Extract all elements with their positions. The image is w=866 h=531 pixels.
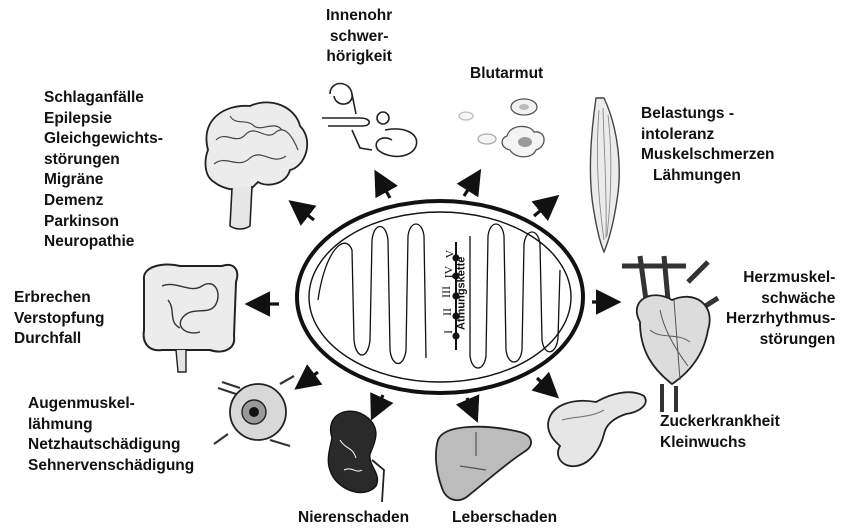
ear-icon (322, 84, 417, 157)
label-muscle-line-3: Muskelschmerzen (641, 145, 775, 166)
label-gut-line-2: Verstopfung (14, 309, 104, 330)
label-muscle-line-1: Belastungs - (641, 104, 775, 125)
label-eye-line-2: lähmung (28, 415, 194, 436)
label-heart-line-1: Herzmuskel- (726, 268, 835, 289)
label-brain-line-1: Schlaganfälle (44, 88, 163, 109)
eye-icon (214, 376, 294, 446)
label-kidney-line-1: Nierenschaden (298, 508, 409, 529)
label-group-heart: Herzmuskel- schwäche Herzrhythmus- störu… (726, 268, 835, 350)
label-gut-line-1: Erbrechen (14, 288, 104, 309)
label-group-kidney: Nierenschaden (298, 508, 409, 529)
intestine-icon (144, 265, 238, 372)
label-heart-line-3: Herzrhythmus- (726, 309, 835, 330)
label-ear-line-1: Innenohr (326, 6, 392, 27)
label-brain-line-4: störungen (44, 150, 163, 171)
label-group-gut: Erbrechen Verstopfung Durchfall (14, 288, 104, 350)
arrow-to-muscle (534, 201, 552, 216)
complex-numeral-2: II (441, 308, 453, 316)
label-heart-line-4: störungen (726, 330, 835, 351)
arrow-to-liver (467, 398, 474, 414)
liver-icon (436, 427, 531, 500)
label-blood-line-1: Blutarmut (470, 64, 543, 85)
label-group-muscle: Belastungs - intoleranz Muskelschmerzen … (641, 104, 775, 186)
label-ear-line-2: schwer- (326, 27, 392, 48)
respiratory-chain-label: Atmungskette (454, 257, 469, 330)
label-pancreas-line-2: Kleinwuchs (660, 433, 780, 454)
complex-numeral-3: III (440, 286, 452, 298)
arrow-to-brain (296, 206, 314, 220)
label-group-ear: Innenohr schwer- hörigkeit (326, 6, 392, 68)
arrow-to-blood (464, 177, 476, 196)
label-brain-line-8: Neuropathie (44, 232, 163, 253)
label-eye-line-1: Augenmuskel- (28, 394, 194, 415)
label-group-pancreas: Zuckerkrankheit Kleinwuchs (660, 412, 780, 453)
label-group-liver: Leberschaden (452, 508, 557, 529)
label-group-eye: Augenmuskel- lähmung Netzhautschädigung … (28, 394, 194, 476)
label-brain-line-7: Parkinson (44, 212, 163, 233)
arrow-to-kidney (375, 395, 383, 412)
heart-icon (622, 256, 718, 412)
arrow-to-pancreas (537, 378, 552, 392)
label-eye-line-4: Sehnervenschädigung (28, 456, 194, 477)
arrow-to-ear (379, 178, 390, 198)
label-muscle-line-2: intoleranz (641, 125, 775, 146)
complex-numeral-4: IV (442, 266, 454, 279)
label-brain-line-5: Migräne (44, 170, 163, 191)
label-gut-line-3: Durchfall (14, 329, 104, 350)
blood-cells-icon (459, 99, 544, 157)
label-brain-line-6: Demenz (44, 191, 163, 212)
label-eye-line-3: Netzhautschädigung (28, 435, 194, 456)
arrow-to-eye (302, 372, 318, 384)
muscle-icon (590, 98, 619, 252)
label-heart-line-2: schwäche (726, 289, 835, 310)
label-group-brain: Schlaganfälle Epilepsie Gleichgewichts- … (44, 88, 163, 253)
label-brain-line-2: Epilepsie (44, 109, 163, 130)
complex-numeral-1: I (442, 330, 454, 334)
brain-icon (206, 102, 308, 229)
label-ear-line-3: hörigkeit (326, 47, 392, 68)
label-group-blood: Blutarmut (470, 64, 543, 85)
label-pancreas-line-1: Zuckerkrankheit (660, 412, 780, 433)
label-liver-line-1: Leberschaden (452, 508, 557, 529)
pancreas-icon (548, 392, 646, 466)
label-brain-line-3: Gleichgewichts- (44, 129, 163, 150)
label-muscle-line-4: Lähmungen (641, 166, 775, 187)
kidney-icon (328, 411, 384, 502)
